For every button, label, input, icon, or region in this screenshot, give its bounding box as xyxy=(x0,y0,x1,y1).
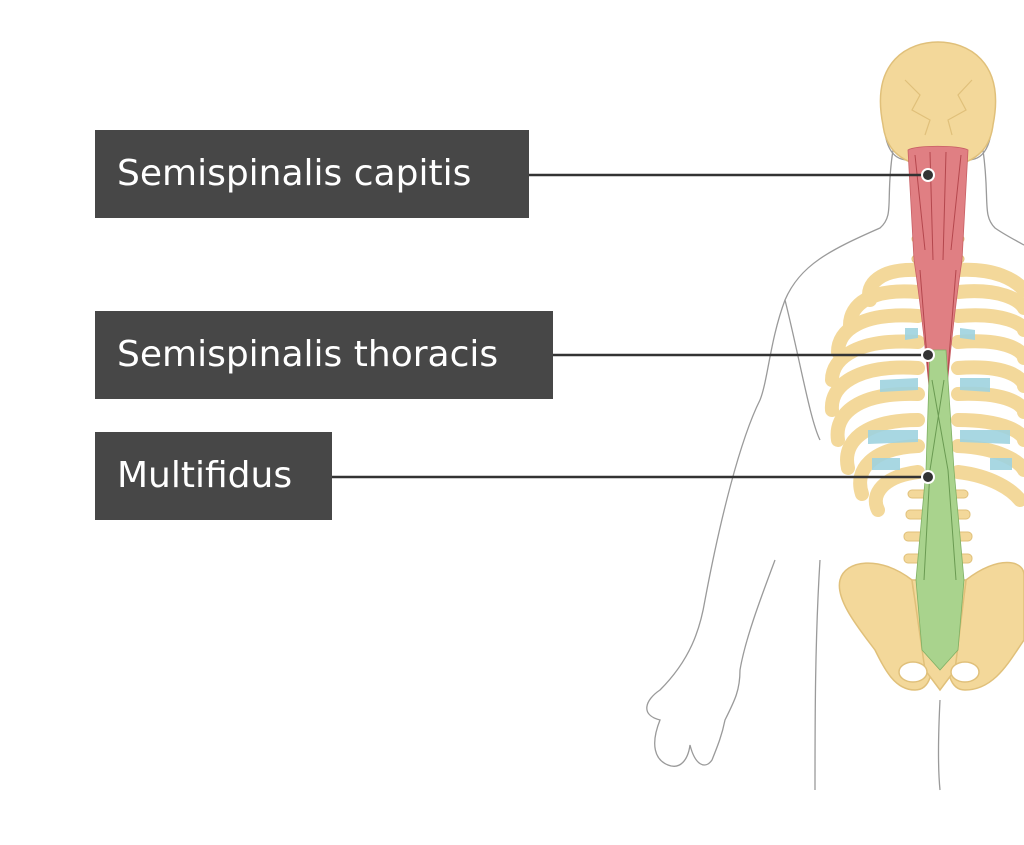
label-multifidus: Multifidus xyxy=(95,432,332,520)
pointer-dot-thoracis xyxy=(921,348,935,362)
rib-cage xyxy=(824,262,1024,517)
label-text-multifidus: Multifidus xyxy=(117,455,293,496)
pointer-dots xyxy=(921,168,935,484)
leader-lines xyxy=(332,173,928,479)
pointer-dot-multifidus xyxy=(921,470,935,484)
multifidus-muscle xyxy=(915,349,965,671)
label-text-semispinalis-capitis: Semispinalis capitis xyxy=(117,153,472,194)
pointer-dot-capitis xyxy=(921,168,935,182)
label-semispinalis-thoracis: Semispinalis thoracis xyxy=(95,311,553,399)
intercostal-muscles xyxy=(868,328,1012,470)
label-semispinalis-capitis: Semispinalis capitis xyxy=(95,130,529,218)
semispinalis-muscle xyxy=(907,145,969,431)
label-text-semispinalis-thoracis: Semispinalis thoracis xyxy=(117,334,499,375)
